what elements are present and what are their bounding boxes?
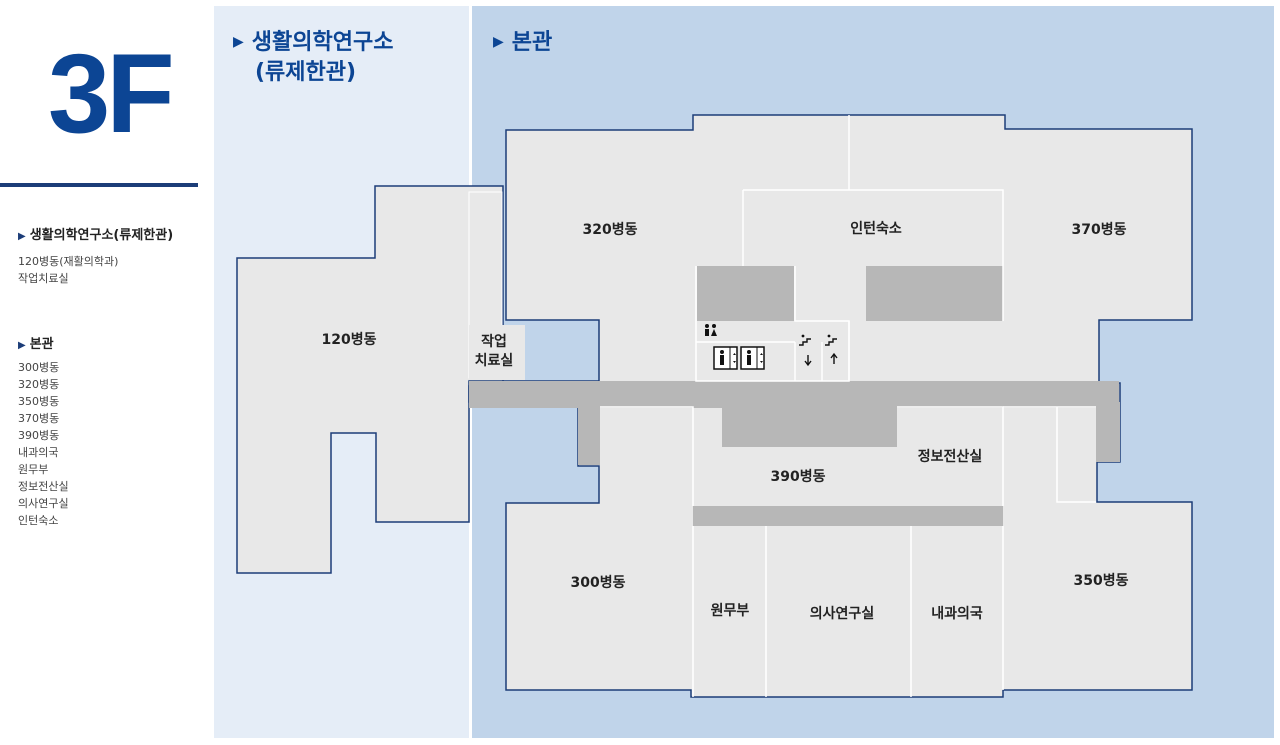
sidebar-item[interactable]: 390병동: [18, 429, 60, 442]
label-occupational-1: 작업: [481, 333, 507, 350]
label-ward-390: 390병동: [771, 468, 826, 485]
sidebar-item[interactable]: 인턴숙소: [18, 514, 59, 527]
floor-label: 3F: [48, 31, 175, 156]
sidebar-section-research-institute[interactable]: ▶생활의학연구소(류제한관): [18, 224, 173, 243]
sidebar-item[interactable]: 원무부: [18, 463, 49, 476]
zone-title-research-institute: ▶ 생활의학연구소 (류제한관): [233, 27, 393, 88]
sidebar-item[interactable]: 작업치료실: [18, 272, 69, 285]
zone-title-line: (류제한관): [255, 60, 357, 85]
sidebar-item[interactable]: 370병동: [18, 412, 60, 425]
sidebar-item[interactable]: 120병동(재활의학과): [18, 255, 119, 268]
sidebar-item[interactable]: 내과의국: [18, 446, 59, 459]
elevator-icon: [740, 346, 765, 370]
room-ward-120[interactable]: [236, 185, 504, 574]
sidebar-section-title: 본관: [29, 337, 54, 352]
elevator-icon: [713, 346, 738, 370]
sidebar-list-main-building: 300병동 320병동 350병동 370병동 390병동 내과의국 원무부 정…: [18, 359, 69, 529]
triangle-right-icon: ▶: [18, 231, 26, 242]
triangle-right-icon: ▶: [493, 34, 504, 50]
sidebar-item[interactable]: 정보전산실: [18, 480, 69, 493]
triangle-right-icon: ▶: [18, 340, 26, 351]
service-block-right: [866, 266, 1003, 321]
sidebar-section-main-building[interactable]: ▶본관: [18, 333, 54, 352]
label-doctors-lab: 의사연구실: [810, 605, 874, 622]
zone-title-line: 생활의학연구소: [251, 30, 394, 55]
sidebar-list-research-institute: 120병동(재활의학과) 작업치료실: [18, 253, 118, 287]
zone-title-line: 본관: [511, 30, 553, 55]
restroom-icon: [705, 324, 717, 336]
zone-title-main-building: ▶ 본관: [493, 27, 552, 58]
service-block-left: [697, 266, 794, 321]
label-ward-350: 350병동: [1074, 572, 1129, 589]
corridor-east: [1096, 402, 1120, 462]
corridor-main: [469, 381, 1119, 408]
room-partitions: [600, 115, 1096, 697]
title-divider: [0, 183, 198, 187]
sidebar-item[interactable]: 320병동: [18, 378, 60, 391]
stairs-down-icon: [799, 334, 812, 367]
label-it-office: 정보전산실: [918, 448, 982, 465]
sidebar-section-title: 생활의학연구소(류제한관): [29, 228, 174, 243]
room-occupational-therapy-annex[interactable]: [469, 325, 525, 380]
label-ward-370: 370병동: [1072, 221, 1127, 238]
label-ward-300: 300병동: [571, 574, 626, 591]
label-ward-120: 120병동: [322, 331, 377, 348]
label-admin-office: 원무부: [711, 603, 750, 619]
sidebar-item[interactable]: 350병동: [18, 395, 60, 408]
label-intern-quarters: 인턴숙소: [850, 220, 902, 237]
triangle-right-icon: ▶: [233, 34, 244, 50]
sidebar-item[interactable]: 의사연구실: [18, 497, 69, 510]
stairs-up-icon: [825, 334, 838, 364]
label-internal-med-office: 내과의국: [931, 605, 983, 622]
label-ward-320: 320병동: [583, 221, 638, 238]
corridor-west: [578, 402, 600, 465]
corridor-central: [722, 405, 897, 447]
sidebar-item[interactable]: 300병동: [18, 361, 60, 374]
label-occupational-2: 치료실: [475, 353, 514, 369]
corridor-south: [693, 506, 1003, 526]
